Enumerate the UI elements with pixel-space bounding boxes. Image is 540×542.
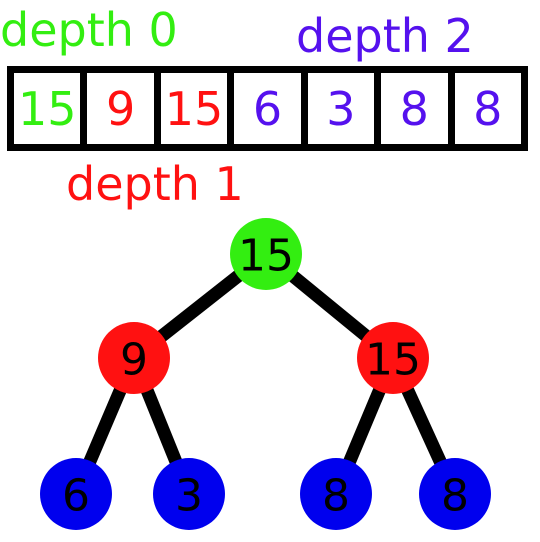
tree-node-circle	[230, 218, 302, 290]
tree-node-n3: 6	[40, 458, 112, 530]
tree-node-value: 8	[322, 471, 350, 522]
tree-node-circle	[419, 458, 491, 530]
array-cell-0: 15	[17, 81, 77, 136]
tree-node-value: 9	[120, 335, 148, 386]
array-cell-4: 3	[300, 73, 374, 144]
tree-node-n4: 3	[153, 458, 225, 530]
tree-node-circle	[98, 322, 170, 394]
array-cell-1: 9	[80, 73, 153, 144]
array-row: 15 9 15 6 3 8 8	[7, 66, 528, 151]
tree-node-circle	[153, 458, 225, 530]
tree-node-circle	[300, 458, 372, 530]
tree-node-n5: 8	[300, 458, 372, 530]
array-cell-5: 8	[374, 73, 447, 144]
depth-0-label: depth 0	[0, 3, 178, 57]
tree-node-circle	[357, 322, 429, 394]
depth-2-label: depth 2	[296, 9, 474, 63]
tree-node-value: 15	[238, 231, 294, 282]
array-cell-3: 6	[227, 73, 300, 144]
depth-1-label: depth 1	[66, 157, 244, 211]
tree-node-n6: 8	[419, 458, 491, 530]
tree-node-circle	[40, 458, 112, 530]
tree-node-n1: 9	[98, 322, 170, 394]
tree-node-value: 6	[62, 471, 90, 522]
array-cell-2: 15	[153, 73, 227, 144]
tree-node-value: 8	[441, 471, 469, 522]
tree-node-n0: 15	[230, 218, 302, 290]
tree-node-n2: 15	[357, 322, 429, 394]
tree-node-value: 3	[175, 471, 203, 522]
array-cell-6: 8	[447, 73, 521, 144]
tree-node-value: 15	[365, 335, 421, 386]
